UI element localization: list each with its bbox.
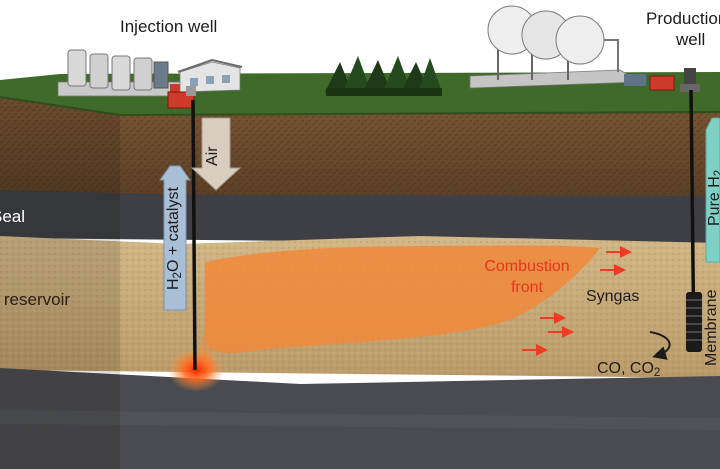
production-well-label-line1: Production	[646, 9, 720, 28]
membrane-icon	[686, 292, 702, 352]
seal-label: Seal	[0, 207, 26, 226]
co-co2-label: CO, CO2	[597, 360, 661, 380]
production-wellhead-icon	[680, 68, 700, 92]
combustion-front-label-line2: front	[510, 279, 543, 296]
h2o-catalyst-label: H2O + catalyst	[165, 187, 185, 290]
forest-icon	[325, 56, 442, 96]
syngas-flow-arrows	[522, 246, 632, 356]
pure-h2-label: Pure H2	[706, 170, 720, 226]
air-arrow	[190, 117, 242, 191]
reservoir-label: Gas reservoir	[0, 290, 71, 309]
production-well-label-line2: well	[676, 30, 706, 49]
building-icon	[177, 58, 243, 93]
pure-h2-arrow	[705, 117, 720, 263]
recycle-arrow-icon	[649, 331, 671, 360]
combustion-zone	[205, 245, 600, 354]
production-well-label: Production well	[646, 8, 720, 50]
air-label: Air	[204, 146, 221, 166]
combustion-front-label: Combustion front	[468, 256, 586, 298]
spherical-tanks-icon	[469, 5, 675, 91]
injection-well-label: Injection well	[120, 17, 218, 36]
syngas-label: Syngas	[586, 288, 640, 305]
ignition-hotspot	[168, 348, 224, 392]
h2o-catalyst-arrow	[159, 165, 191, 311]
membrane-label: Membrane	[703, 289, 720, 366]
combustion-front-label-line1: Combustion	[484, 258, 570, 275]
injection-well-pipe	[191, 99, 197, 371]
